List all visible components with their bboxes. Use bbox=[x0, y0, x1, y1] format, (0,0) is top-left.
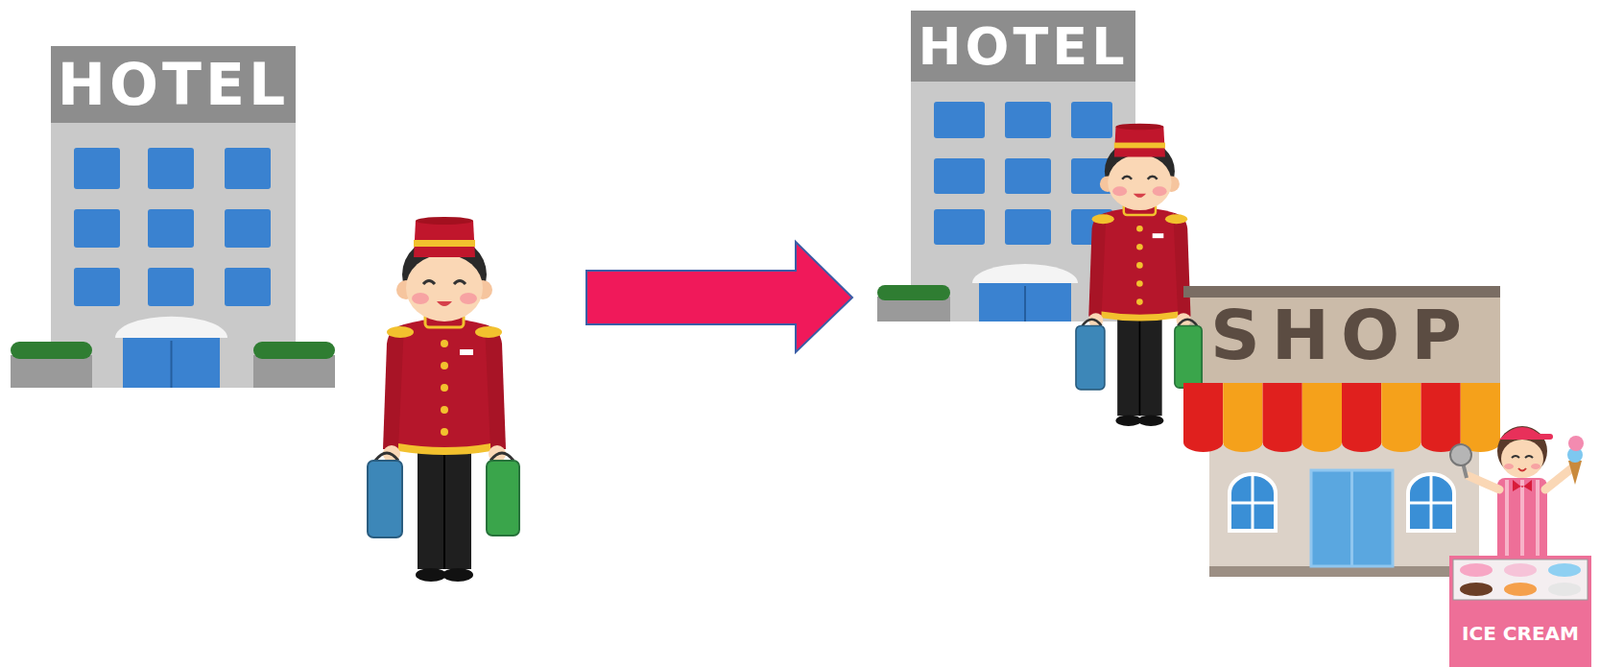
ice-cream-seller bbox=[1499, 427, 1546, 440]
ice-cream-seller bbox=[1468, 476, 1500, 490]
ice-cream-seller bbox=[1530, 463, 1541, 470]
ice-cream-cart: ICE CREAM bbox=[1449, 555, 1592, 667]
hotel-building: HOTEL bbox=[50, 46, 296, 388]
ice-cream-seller bbox=[1537, 433, 1553, 440]
shop-detail bbox=[1229, 474, 1276, 531]
hotel-building: HOTEL bbox=[910, 10, 1136, 322]
shop-detail bbox=[1381, 382, 1421, 453]
ice-cream-seller bbox=[1512, 479, 1532, 492]
shop-detail bbox=[1350, 470, 1354, 567]
ice-cream-seller bbox=[1504, 463, 1514, 470]
shop-detail bbox=[1341, 382, 1382, 453]
ice-cream-seller bbox=[1545, 466, 1575, 490]
shop-detail bbox=[1408, 474, 1455, 531]
ice-cream-seller bbox=[1462, 462, 1467, 478]
ice-cream-seller bbox=[1450, 426, 1584, 573]
ice-cream-seller bbox=[1450, 444, 1472, 466]
ice-cream-seller bbox=[1568, 460, 1582, 485]
shop-detail bbox=[1209, 444, 1480, 577]
sign-text: HOTEL bbox=[910, 10, 1136, 82]
shop-detail bbox=[1302, 382, 1342, 453]
ice-cream-seller bbox=[1525, 455, 1533, 458]
ice-cream-seller bbox=[1568, 435, 1584, 452]
shop-detail bbox=[1430, 476, 1433, 531]
sign-text: HOTEL bbox=[50, 46, 296, 123]
shop-detail bbox=[1263, 382, 1303, 453]
transition-arrow bbox=[586, 241, 853, 353]
shop-detail bbox=[1421, 382, 1461, 453]
shop-detail bbox=[1209, 566, 1480, 577]
shop-detail bbox=[1183, 286, 1501, 577]
shop-building: SHOP bbox=[1183, 286, 1501, 577]
ice-cream-seller bbox=[1511, 455, 1520, 458]
ice-cream-seller bbox=[1501, 439, 1544, 478]
shop-detail bbox=[1229, 501, 1276, 505]
shop-detail bbox=[1222, 382, 1263, 453]
shop-detail bbox=[1183, 382, 1223, 453]
shop-detail bbox=[1408, 501, 1455, 505]
sign-text: ICE CREAM bbox=[1449, 599, 1592, 667]
ice-cream-seller bbox=[1567, 447, 1583, 463]
bellhop bbox=[367, 216, 520, 582]
ice-cream-seller bbox=[1497, 426, 1548, 477]
shop-detail bbox=[1311, 470, 1393, 567]
sign-text: SHOP bbox=[1183, 286, 1501, 383]
ice-cream-seller bbox=[1518, 468, 1527, 472]
shop-detail bbox=[1251, 476, 1255, 531]
shop-detail bbox=[1460, 382, 1501, 453]
